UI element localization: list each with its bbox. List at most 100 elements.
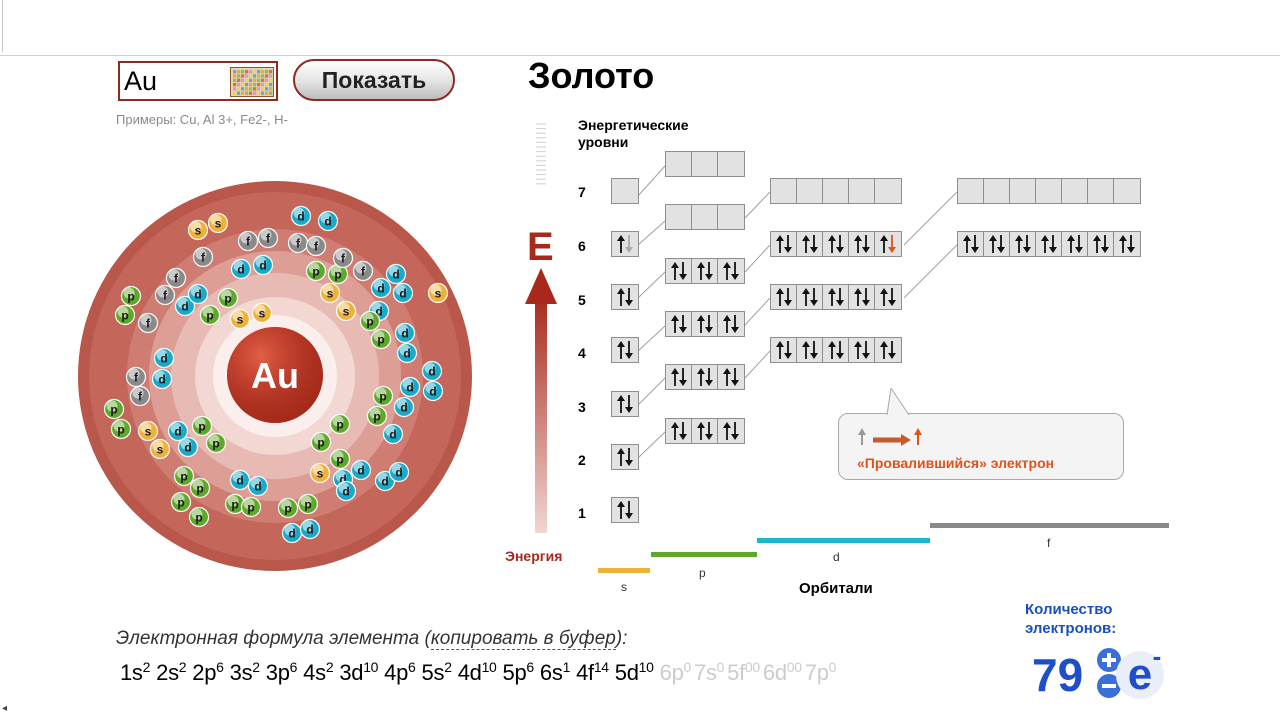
orbital-cell bbox=[612, 232, 638, 256]
electron-p: p bbox=[170, 491, 192, 513]
orbital-cell bbox=[718, 365, 744, 389]
orbital-bar-d bbox=[757, 538, 930, 543]
svg-text:p: p bbox=[317, 436, 324, 450]
electron-f: f bbox=[192, 246, 214, 268]
orbital-cell bbox=[797, 338, 823, 362]
orbital-label-f: f bbox=[1047, 536, 1051, 550]
svg-text:p: p bbox=[198, 420, 205, 434]
formula-term: 7p0 bbox=[804, 659, 837, 685]
spin-down-arrow-icon bbox=[862, 288, 870, 306]
element-name-title: Золото bbox=[528, 55, 655, 96]
electron-d: d bbox=[151, 368, 173, 390]
svg-text:d: d bbox=[254, 480, 261, 494]
svg-text:d: d bbox=[403, 347, 410, 361]
orbital-bar-f bbox=[930, 523, 1169, 528]
svg-text:d: d bbox=[392, 268, 399, 282]
electron-p: p bbox=[120, 285, 142, 307]
orbital-cell bbox=[1062, 232, 1088, 256]
energy-label: Энергия bbox=[505, 548, 563, 564]
orbital-cell bbox=[823, 179, 849, 203]
electron-d: d bbox=[252, 254, 274, 276]
electron-plus-minus-icon[interactable]: e - bbox=[1094, 645, 1168, 701]
spin-down-arrow-icon bbox=[888, 235, 896, 253]
level-6-label: 6 bbox=[578, 238, 586, 254]
spin-up-arrow-icon bbox=[854, 288, 862, 306]
level-1-label: 1 bbox=[578, 505, 586, 521]
svg-text:d: d bbox=[389, 428, 396, 442]
electron-f: f bbox=[154, 284, 176, 306]
electron-s: s bbox=[335, 300, 357, 322]
level-7-label: 7 bbox=[578, 184, 586, 200]
orbital-group bbox=[611, 444, 639, 470]
orbital-cell bbox=[1088, 232, 1114, 256]
scroll-left-arrow-icon[interactable]: ◂ bbox=[2, 703, 8, 714]
callout-pointer bbox=[886, 388, 910, 416]
formula-term: 2p6 bbox=[192, 659, 224, 685]
spin-down-arrow-icon bbox=[862, 341, 870, 359]
level-2-label: 2 bbox=[578, 452, 586, 468]
spin-down-arrow-icon bbox=[836, 235, 844, 253]
orbital-cell bbox=[1010, 232, 1036, 256]
electron-p: p bbox=[188, 506, 210, 528]
legend-callout: «Провалившийся» электрон bbox=[838, 388, 1124, 480]
orbital-cell bbox=[718, 259, 744, 283]
svg-text:s: s bbox=[195, 224, 202, 238]
periodic-table-icon[interactable] bbox=[230, 67, 274, 97]
nucleus-symbol: Au bbox=[251, 355, 299, 396]
orbital-cell bbox=[1062, 179, 1088, 203]
spin-up-arrow-icon bbox=[880, 288, 888, 306]
svg-text:d: d bbox=[406, 381, 413, 395]
svg-text:s: s bbox=[343, 305, 350, 319]
svg-text:p: p bbox=[177, 496, 184, 510]
electron-p: p bbox=[189, 477, 211, 499]
orbital-cell bbox=[612, 445, 638, 469]
spin-down-arrow-icon bbox=[705, 368, 713, 386]
electron-p: p bbox=[370, 328, 392, 350]
svg-text:p: p bbox=[334, 268, 341, 282]
electron-s: s bbox=[319, 282, 341, 304]
spin-down-arrow-icon bbox=[731, 315, 739, 333]
element-search-input[interactable] bbox=[124, 67, 228, 95]
electron-s: s bbox=[187, 219, 209, 241]
spin-up-arrow-icon bbox=[1119, 235, 1127, 253]
svg-text:f: f bbox=[246, 235, 251, 249]
orbital-cell bbox=[666, 365, 692, 389]
electron-d: d bbox=[290, 205, 312, 227]
electron-s: s bbox=[251, 302, 273, 324]
spin-down-arrow-icon bbox=[625, 448, 633, 466]
svg-text:d: d bbox=[401, 327, 408, 341]
electron-p: p bbox=[310, 431, 332, 453]
electron-f: f bbox=[287, 232, 309, 254]
show-button[interactable]: Показать bbox=[293, 59, 455, 101]
svg-text:p: p bbox=[379, 390, 386, 404]
spin-up-arrow-icon bbox=[617, 341, 625, 359]
svg-text:d: d bbox=[399, 287, 406, 301]
orbital-group bbox=[611, 284, 639, 310]
electron-d: d bbox=[396, 342, 418, 364]
spin-down-arrow-icon bbox=[705, 315, 713, 333]
svg-text:s: s bbox=[215, 217, 222, 231]
svg-text:d: d bbox=[236, 474, 243, 488]
svg-text:p: p bbox=[336, 453, 343, 467]
svg-text:s: s bbox=[157, 443, 164, 457]
orbital-cell bbox=[692, 152, 718, 176]
spin-down-arrow-icon bbox=[1049, 235, 1057, 253]
svg-text:f: f bbox=[314, 240, 319, 254]
orbital-cell bbox=[875, 232, 901, 256]
electron-d: d bbox=[299, 518, 321, 540]
svg-text:d: d bbox=[297, 210, 304, 224]
electron-d: d bbox=[388, 461, 410, 483]
electron-p: p bbox=[205, 432, 227, 454]
copy-to-clipboard-link[interactable]: копировать в буфер bbox=[430, 628, 616, 650]
orbital-group bbox=[770, 178, 902, 204]
spin-up-arrow-icon bbox=[802, 235, 810, 253]
svg-text:s: s bbox=[327, 287, 334, 301]
electron-d: d bbox=[281, 522, 303, 544]
orbital-group bbox=[665, 151, 745, 177]
energy-arrow bbox=[525, 123, 557, 533]
svg-text:f: f bbox=[174, 272, 179, 286]
spin-down-arrow-icon bbox=[836, 341, 844, 359]
spin-down-arrow-icon bbox=[997, 235, 1005, 253]
spin-up-arrow-icon bbox=[697, 262, 705, 280]
